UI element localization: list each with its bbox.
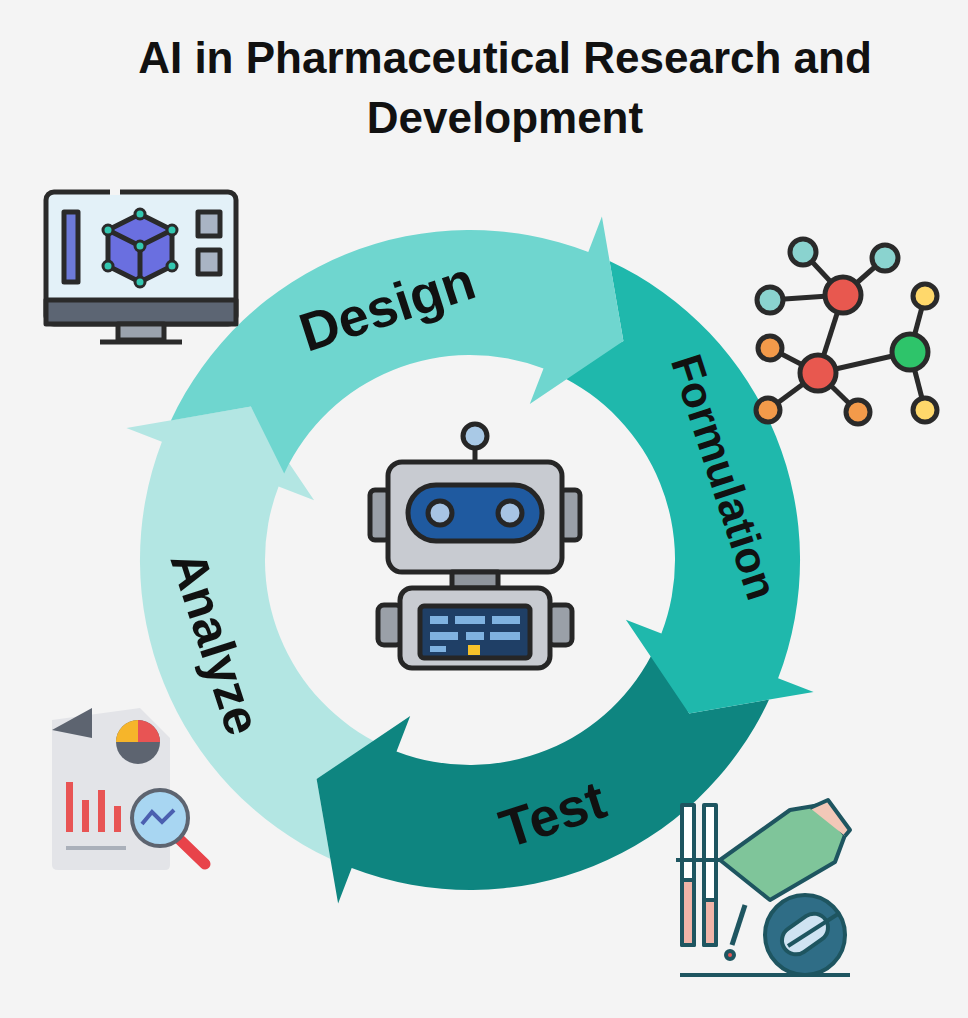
monitor-icon xyxy=(46,192,236,342)
robot-icon xyxy=(370,424,580,668)
molecule-icon xyxy=(756,239,937,424)
diagram-title: AI in Pharmaceutical Research and Develo… xyxy=(90,28,920,148)
cycle-arrow xyxy=(171,216,624,473)
lab-icon xyxy=(676,800,850,975)
report-icon xyxy=(52,708,205,870)
